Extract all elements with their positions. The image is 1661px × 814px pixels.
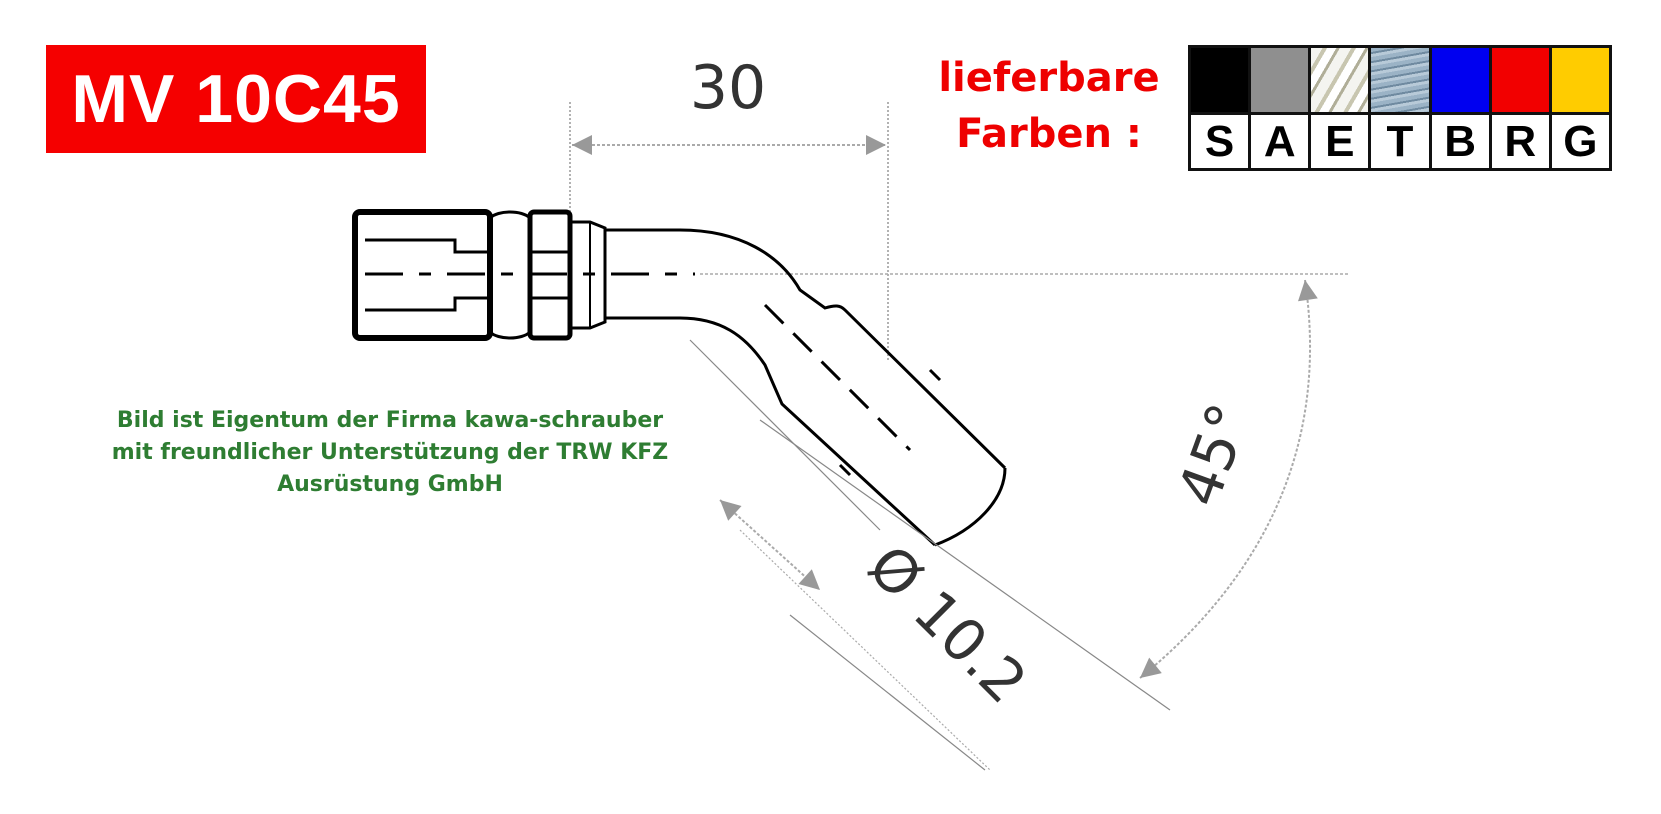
- swatch-t: [1371, 48, 1429, 112]
- dimension-angle-label: 45°: [1164, 395, 1263, 515]
- dimension-diameter: [689, 339, 1171, 771]
- swatch-g: [1551, 48, 1609, 112]
- swatch-e: [1311, 48, 1369, 112]
- bent-tube: [605, 228, 1007, 547]
- swatch-a: [1251, 48, 1309, 112]
- swatch-code-g: G: [1551, 115, 1609, 168]
- part-number-badge: MV 10C45: [46, 45, 426, 153]
- swatch-code-s: S: [1191, 115, 1249, 168]
- swatch-code-t: T: [1371, 115, 1429, 168]
- color-swatch-table: S A E T B R G: [1188, 45, 1612, 171]
- swatch-b: [1431, 48, 1489, 112]
- dimension-length: 30: [569, 53, 889, 360]
- swatch-code-r: R: [1491, 115, 1549, 168]
- dimension-angle: [1139, 279, 1318, 679]
- swatch-code-b: B: [1431, 115, 1489, 168]
- credit-line3: Ausrüstung GmbH: [277, 472, 503, 497]
- available-colors-label-line1: lieferbare: [938, 55, 1160, 101]
- dimension-length-label: 30: [690, 53, 766, 123]
- image-credit: Bild ist Eigentum der Firma kawa-schraub…: [60, 405, 720, 501]
- available-colors-label: lieferbare Farben :: [918, 50, 1180, 162]
- credit-line1: Bild ist Eigentum der Firma kawa-schraub…: [116, 408, 664, 433]
- swatch-r: [1491, 48, 1549, 112]
- swatch-code-e: E: [1311, 115, 1369, 168]
- nut-body: [352, 209, 695, 341]
- credit-line2: mit freundlicher Unterstützung der TRW K…: [111, 440, 669, 465]
- swatch-s: [1191, 48, 1249, 112]
- swatch-code-a: A: [1251, 115, 1309, 168]
- part-number: MV 10C45: [71, 61, 401, 137]
- available-colors-label-line2: Farben :: [956, 111, 1142, 157]
